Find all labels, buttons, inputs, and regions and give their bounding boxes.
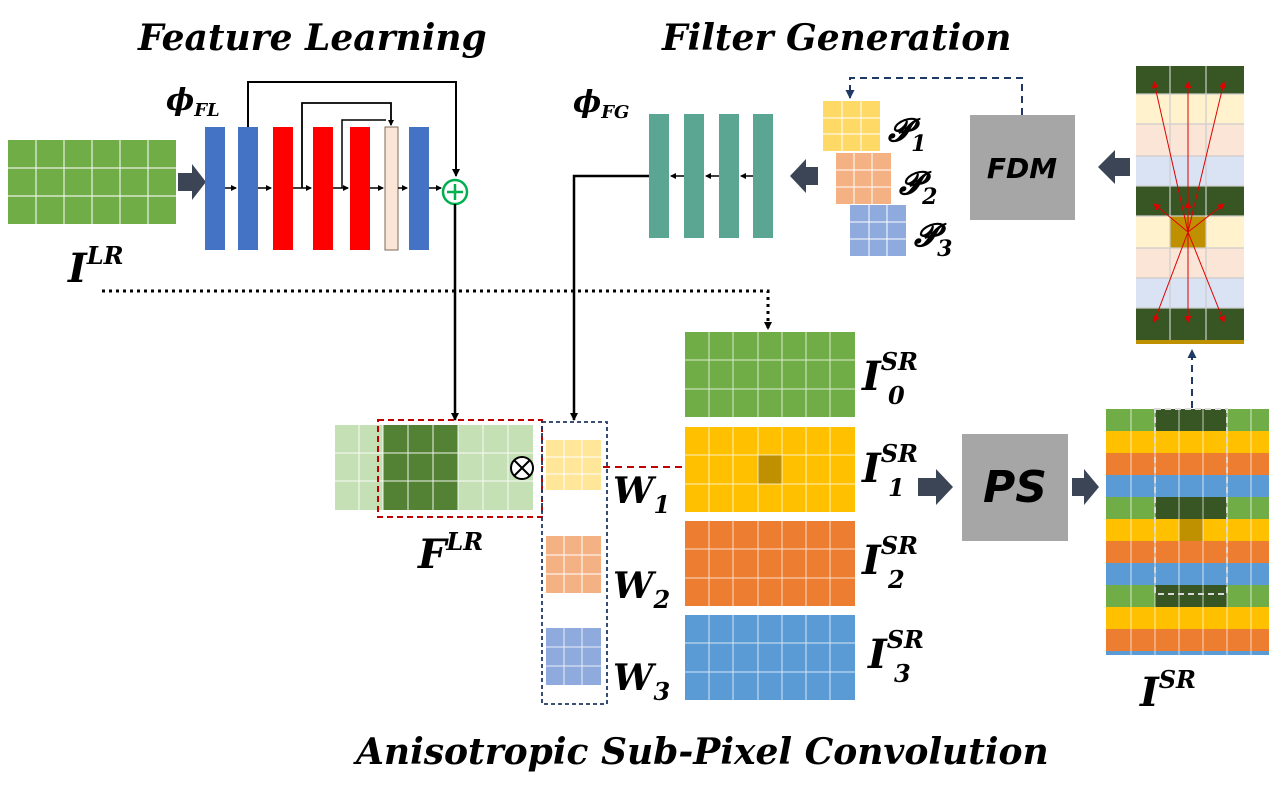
- elementwise-sum-icon: [441, 178, 469, 206]
- title-anisotropic-subpixel-conv: Anisotropic Sub-Pixel Convolution: [353, 731, 1049, 773]
- title-filter-generation: Filter Generation: [661, 17, 1011, 59]
- pattern-p2: [836, 153, 891, 204]
- label-w3: W3: [613, 657, 670, 706]
- filters-container: [541, 421, 608, 705]
- feature-learning-network: [205, 81, 460, 251]
- block-arrow-icon: [178, 164, 206, 200]
- label-i-sr: ISR: [1139, 665, 1196, 716]
- output-i0-sr: [685, 332, 855, 417]
- title-feature-learning: Feature Learning: [137, 17, 487, 59]
- output-i1-sr: [685, 427, 855, 512]
- block-arrow-icon: [1072, 469, 1099, 505]
- filter-w3: [546, 628, 601, 685]
- output-i2-sr: [685, 521, 855, 606]
- ps-label: PS: [983, 462, 1047, 513]
- label-p1: 𝓟1: [888, 111, 926, 157]
- label-i-lr: ILR: [67, 241, 124, 292]
- pattern-p1: [823, 101, 880, 151]
- pixel-shuffle-box: PS: [962, 434, 1068, 541]
- output-i-sr-image: [1106, 408, 1269, 655]
- convolution-operator-icon: [510, 456, 534, 480]
- block-arrow-icon: [1098, 150, 1130, 184]
- label-w2: W2: [613, 565, 670, 614]
- fdm-label: FDM: [987, 152, 1057, 185]
- filter-generation-network: [570, 114, 773, 421]
- block-arrow-icon: [790, 159, 818, 193]
- label-p2: 𝓟2: [899, 164, 937, 210]
- label-f-lr: FLR: [417, 527, 483, 578]
- fdm-box: FDM: [970, 115, 1075, 220]
- label-phi-fl: ϕFL: [166, 83, 220, 121]
- pattern-p3: [850, 205, 906, 256]
- block-arrow-icon: [918, 469, 953, 505]
- filter-w1: [546, 440, 601, 490]
- filter-w2: [546, 536, 601, 593]
- label-phi-fg: ϕFG: [573, 85, 629, 123]
- label-p3: 𝓟3: [914, 216, 952, 262]
- dashed-connector-fdm-to-p: [845, 77, 1023, 115]
- zoomed-column-patch: [1136, 66, 1244, 344]
- dotted-connector-ilr-to-i0: [102, 289, 772, 330]
- label-w1: W1: [613, 470, 670, 519]
- output-i3-sr: [685, 615, 855, 700]
- input-lr-image: [8, 140, 176, 224]
